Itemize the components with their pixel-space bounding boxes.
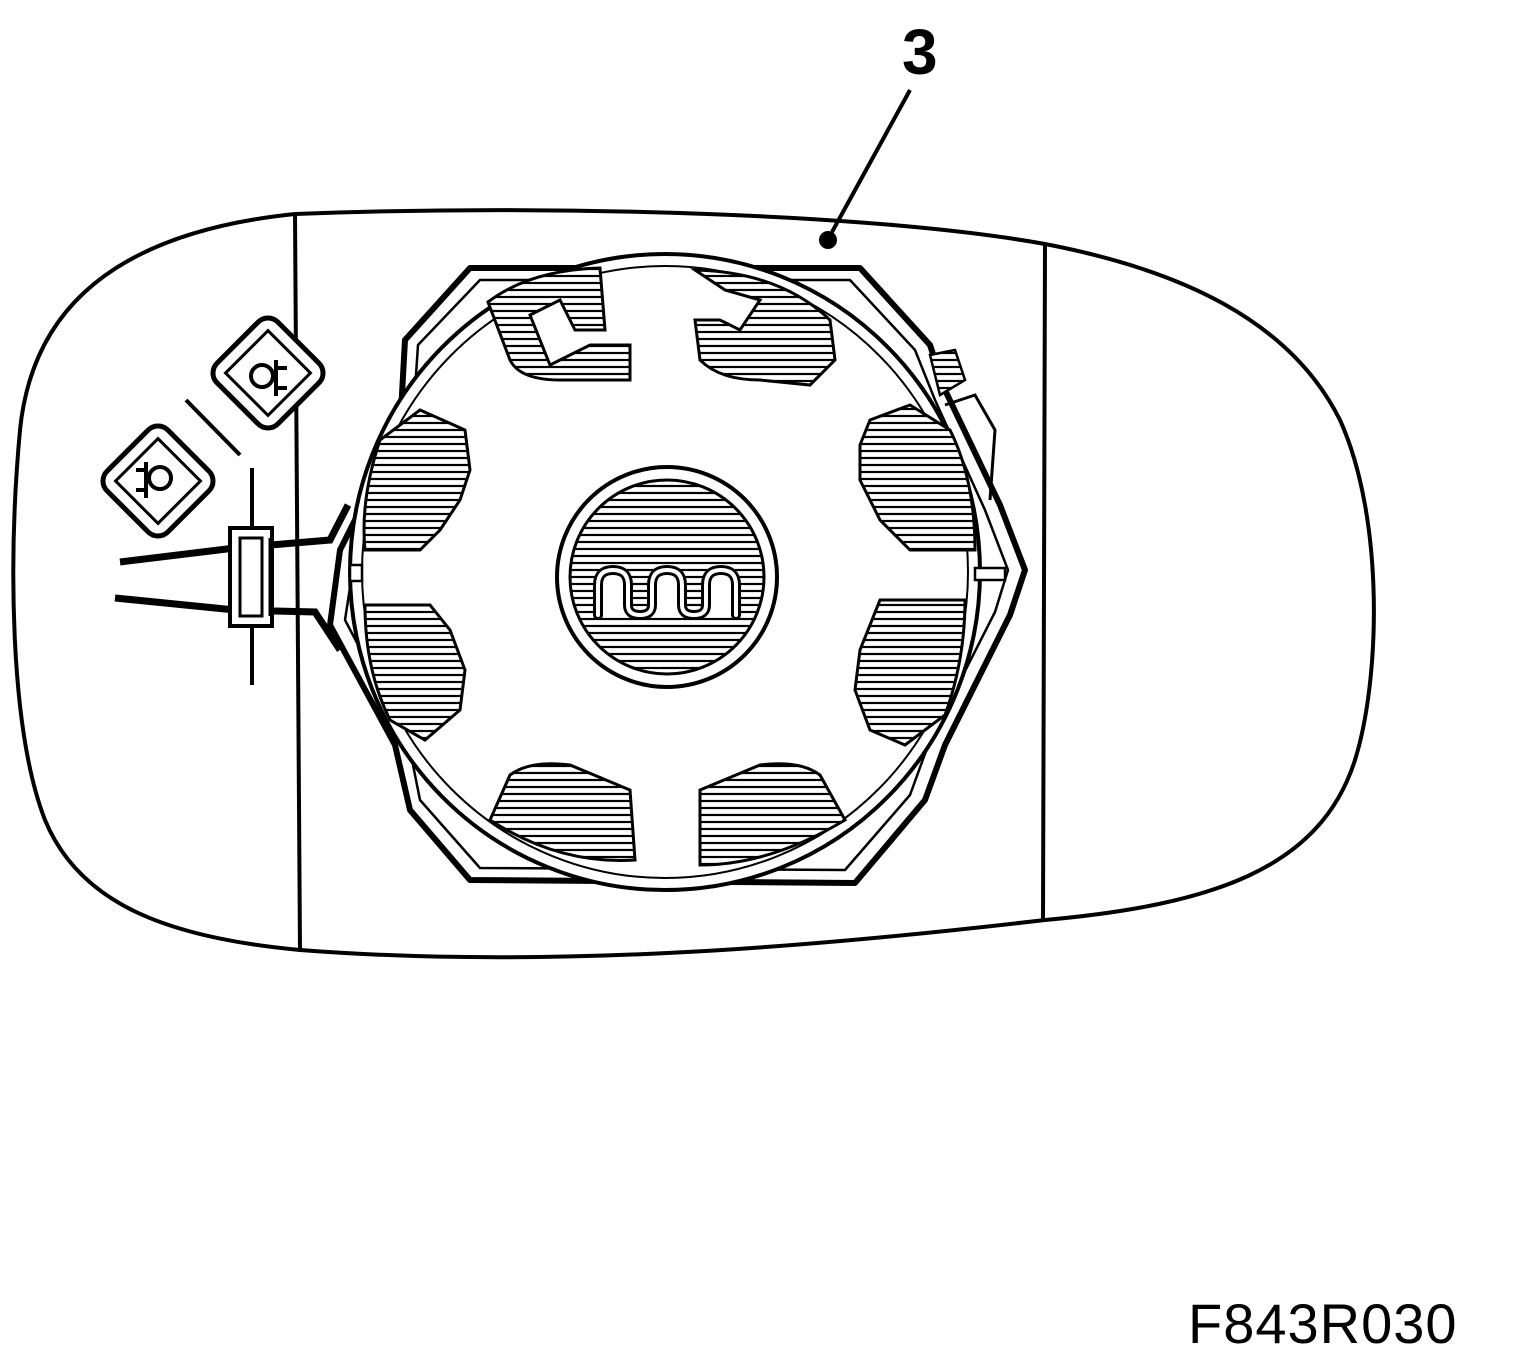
- callout-dot: [819, 231, 837, 249]
- mirror-heat-symbol-icon: [100, 423, 216, 539]
- glass-divider-left: [293, 213, 302, 953]
- mirror-heat-symbol-icon: [210, 315, 326, 431]
- glass-divider-right: [1041, 243, 1047, 923]
- callout-leader-line: [830, 89, 912, 233]
- heating-element-icon: [327, 252, 1028, 892]
- callout-label: 3: [902, 16, 938, 88]
- figure-code: F843R030: [1188, 1292, 1458, 1355]
- symbol-separator: [184, 398, 242, 457]
- electrical-connector-icon: [114, 468, 352, 685]
